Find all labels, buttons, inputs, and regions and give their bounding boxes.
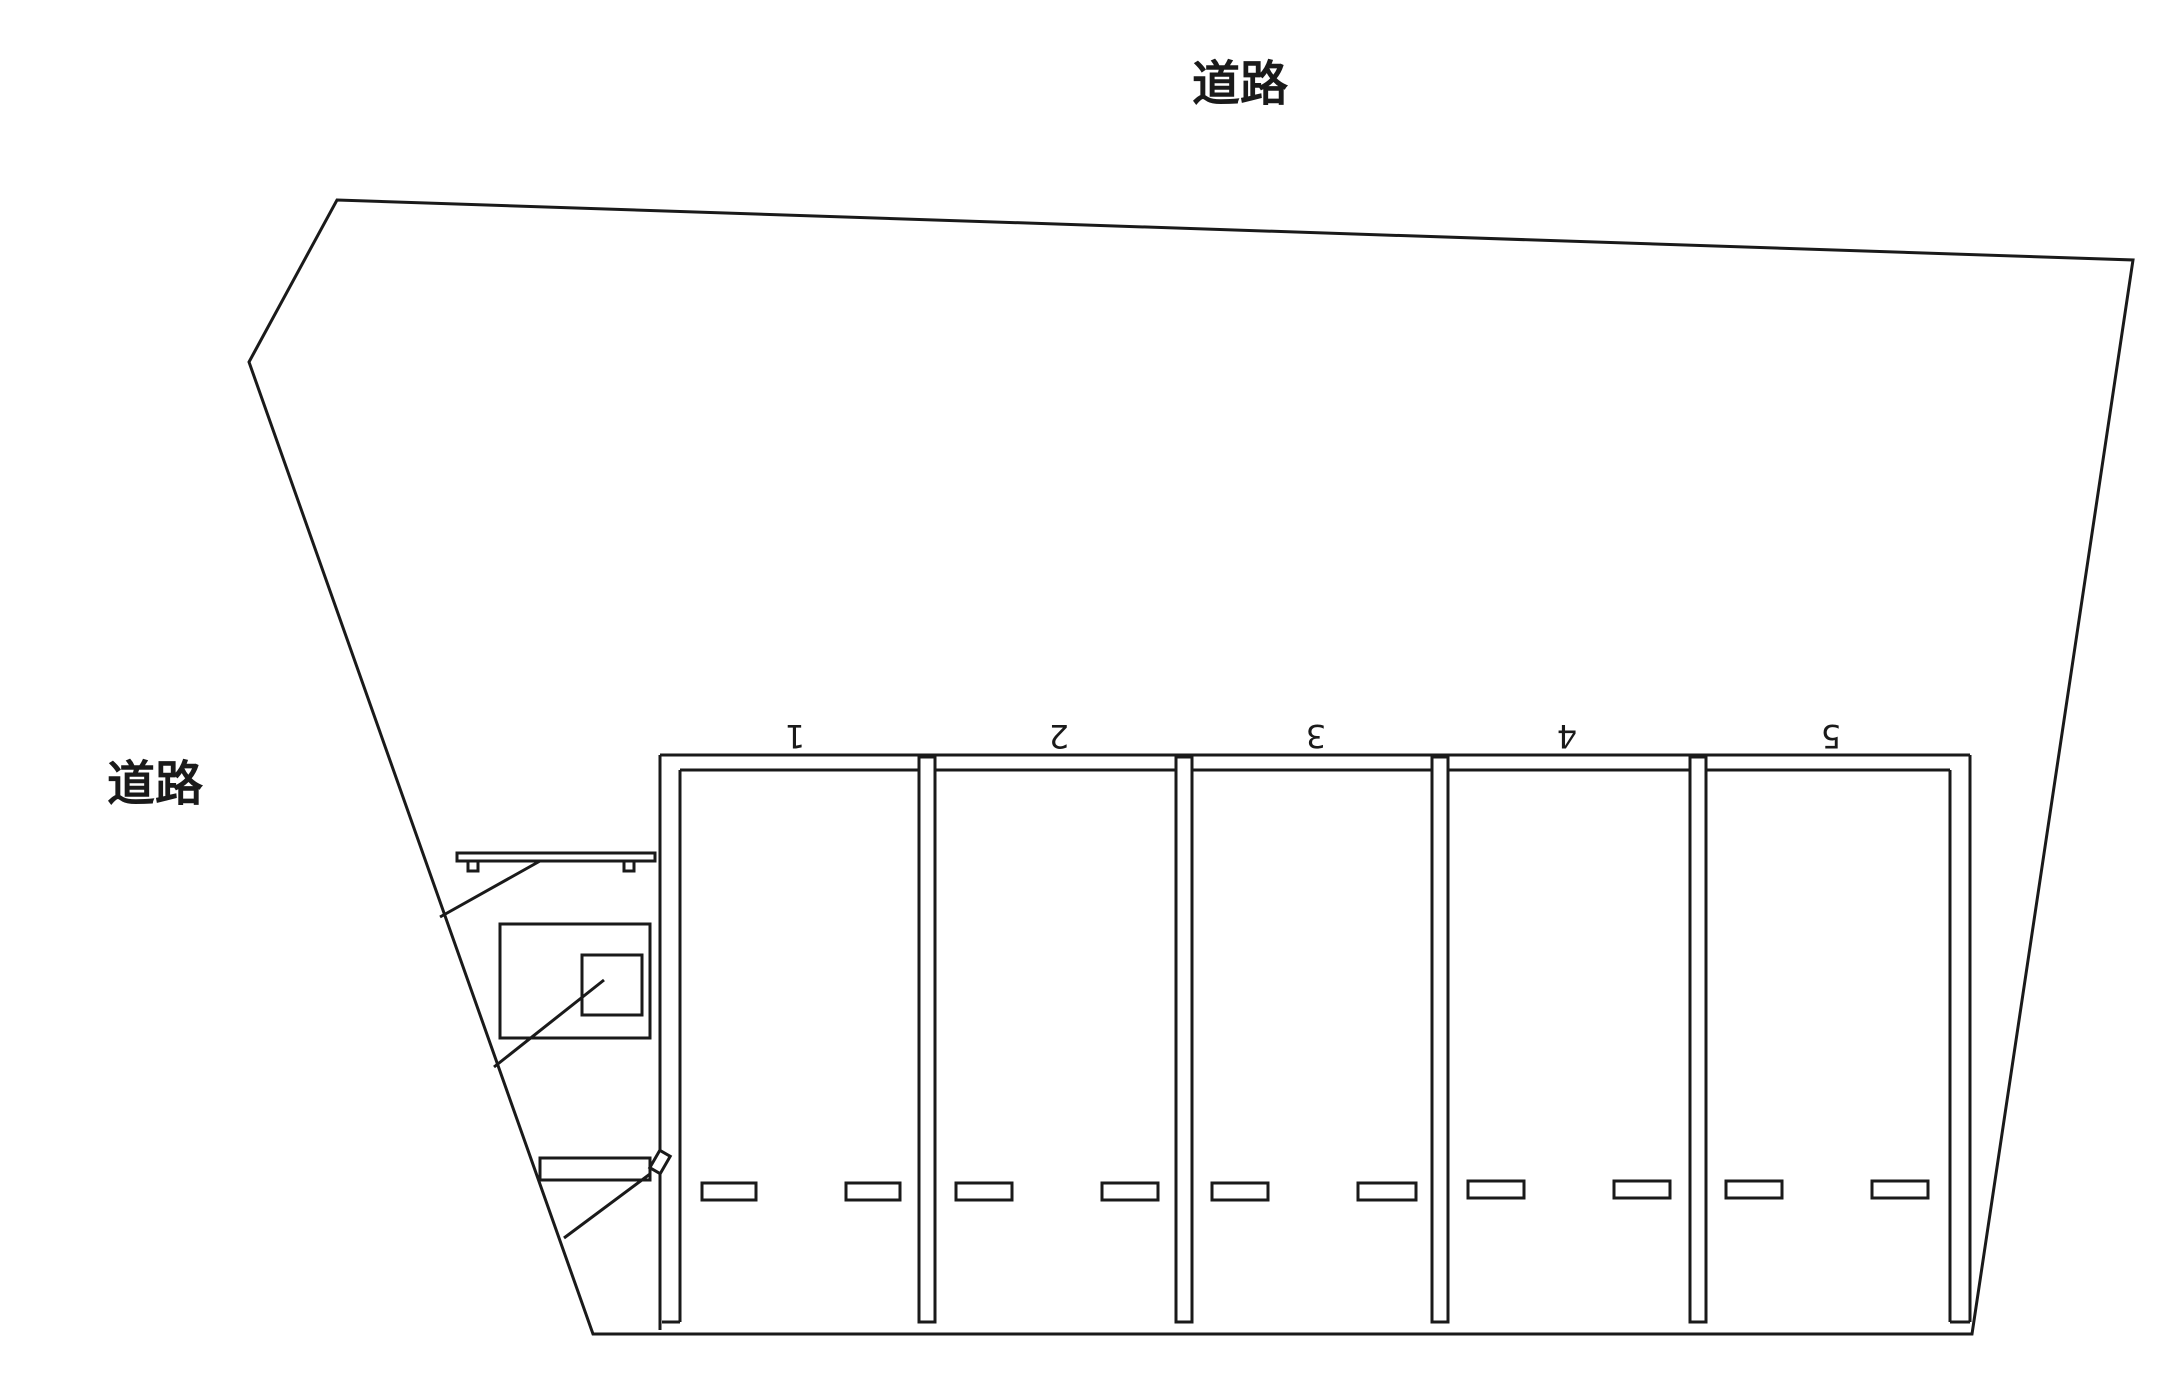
wheel-stop <box>700 1181 758 1202</box>
space-number-2: 2 <box>1049 717 1069 755</box>
road-label-top: 道路 <box>1192 56 1289 112</box>
divider-post <box>1174 755 1194 1324</box>
wheel-stop <box>1612 1179 1672 1200</box>
wheel-stop <box>1356 1181 1418 1202</box>
carport-structure <box>658 753 1972 1330</box>
wheel-stop <box>1100 1181 1160 1202</box>
wheel-stop <box>1466 1179 1526 1200</box>
small-unit <box>538 1148 673 1240</box>
equipment-box <box>493 922 652 1069</box>
divider-post <box>1430 755 1450 1324</box>
divider-post <box>917 755 937 1324</box>
space-numbers: 1 2 3 4 5 <box>785 717 1841 755</box>
wall-fixture <box>439 851 657 919</box>
wheel-stop <box>954 1181 1014 1202</box>
space-number-3: 3 <box>1306 717 1326 755</box>
divider-posts <box>917 755 1708 1324</box>
space-number-1: 1 <box>785 717 805 755</box>
road-label-left: 道路 <box>107 756 204 812</box>
wheel-stop <box>1724 1179 1784 1200</box>
wheel-stop <box>844 1181 902 1202</box>
space-number-4: 4 <box>1557 717 1577 755</box>
lot-boundary <box>247 198 2135 1336</box>
space-number-5: 5 <box>1821 717 1841 755</box>
wheel-stops <box>700 1179 1930 1202</box>
divider-post <box>1688 755 1708 1324</box>
wheel-stop <box>1870 1179 1930 1200</box>
wheel-stop <box>1210 1181 1270 1202</box>
